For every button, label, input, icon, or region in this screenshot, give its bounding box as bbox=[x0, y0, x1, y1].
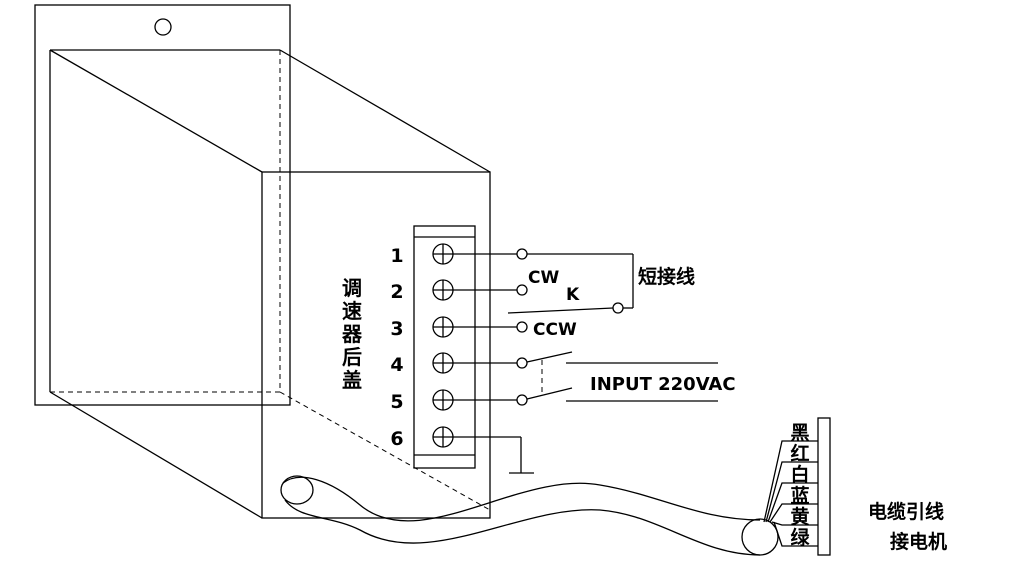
back-panel bbox=[34, 4, 291, 406]
cable-end bbox=[741, 518, 779, 556]
wire-color-label: 黄 bbox=[790, 505, 809, 528]
terminal-contact bbox=[516, 394, 528, 406]
bottom-diagonal bbox=[49, 391, 263, 519]
wire-color-label: 黑 bbox=[790, 422, 809, 444]
wire-2: 白 bbox=[767, 463, 818, 523]
motor-terminal-bar bbox=[817, 417, 831, 556]
terminal-contact bbox=[516, 248, 528, 260]
terminal-number: 1 bbox=[390, 245, 403, 267]
wire-3: 蓝 bbox=[769, 484, 818, 523]
terminal-3: 3 bbox=[390, 316, 528, 340]
motor-cable bbox=[282, 476, 761, 522]
cable-label-line1: 电缆引线 bbox=[868, 500, 944, 523]
terminal-number: 5 bbox=[390, 391, 403, 413]
power-switch-blade bbox=[526, 351, 573, 363]
wire-1: 红 bbox=[765, 442, 818, 523]
top-left-diagonal bbox=[49, 49, 263, 173]
cable-label-line2: 接电机 bbox=[890, 530, 947, 553]
wire-color-label: 蓝 bbox=[790, 484, 809, 507]
input-label: INPUT 220VAC bbox=[590, 374, 736, 395]
cable-grommet bbox=[280, 475, 314, 505]
ccw-label: CCW bbox=[533, 320, 577, 340]
svg-text:速: 速 bbox=[342, 299, 362, 323]
wire-5: 绿 bbox=[773, 521, 818, 549]
wire-color-label: 白 bbox=[790, 463, 809, 486]
svg-text:器: 器 bbox=[341, 322, 363, 346]
terminal-1: 1 bbox=[390, 243, 528, 267]
terminal-contact bbox=[516, 284, 528, 296]
cover-label: 调 速 器 后 盖 bbox=[341, 276, 363, 392]
terminal-2: 2 bbox=[390, 279, 528, 303]
terminal-block bbox=[413, 225, 476, 469]
k-label: K bbox=[566, 285, 580, 305]
wire-color-label: 红 bbox=[790, 442, 809, 465]
terminal-6: 6 bbox=[390, 426, 454, 450]
jumper-label: 短接线 bbox=[638, 265, 695, 288]
terminal-4: 4 bbox=[390, 352, 528, 376]
terminal-contact bbox=[516, 321, 528, 333]
front-panel bbox=[261, 171, 491, 519]
wire-0: 黑 bbox=[763, 422, 818, 523]
terminal-5: 5 bbox=[390, 389, 528, 413]
terminal-number: 6 bbox=[390, 428, 403, 450]
top-right-diagonal bbox=[279, 49, 491, 173]
svg-text:后: 后 bbox=[342, 345, 362, 369]
wire-color-label: 绿 bbox=[790, 526, 810, 549]
terminal-number: 3 bbox=[390, 318, 403, 340]
svg-text:调: 调 bbox=[342, 276, 362, 300]
motor-cable bbox=[284, 499, 761, 556]
hidden-edge bbox=[279, 391, 491, 511]
wire-4: 黄 bbox=[771, 505, 818, 528]
terminal-number: 2 bbox=[390, 281, 403, 303]
terminal-contact bbox=[516, 357, 528, 369]
switch-k-contact bbox=[612, 302, 624, 314]
svg-text:盖: 盖 bbox=[342, 368, 362, 392]
terminal-number: 4 bbox=[390, 354, 403, 376]
mount-hole bbox=[154, 18, 172, 36]
switch-k-blade bbox=[507, 307, 614, 314]
power-switch-blade bbox=[526, 387, 573, 400]
cw-label: CW bbox=[528, 268, 559, 288]
